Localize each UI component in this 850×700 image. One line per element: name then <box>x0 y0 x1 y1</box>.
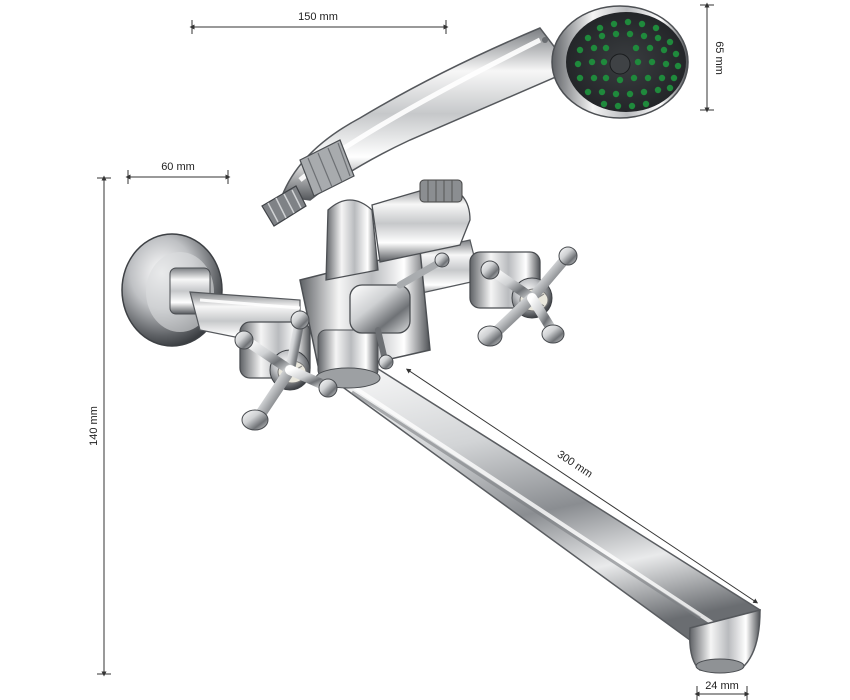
spout-length-dimension-line <box>405 368 759 604</box>
head-diameter-label: 65 mm <box>713 41 725 75</box>
spout <box>320 354 761 674</box>
height-label: 140 mm <box>88 406 100 446</box>
faucet-illustration <box>121 5 761 674</box>
right-cross-handle <box>469 246 578 347</box>
hose-length-label: 150 mm <box>298 11 338 23</box>
spout-width-label: 24 mm <box>705 680 739 692</box>
spout-length-label: 300 mm <box>555 448 595 480</box>
dimension-annotations <box>97 2 759 700</box>
shower-nozzles <box>574 18 682 110</box>
left-cross-handle <box>234 310 338 431</box>
shower-handpiece <box>261 5 689 227</box>
wall-offset-label: 60 mm <box>161 161 195 173</box>
